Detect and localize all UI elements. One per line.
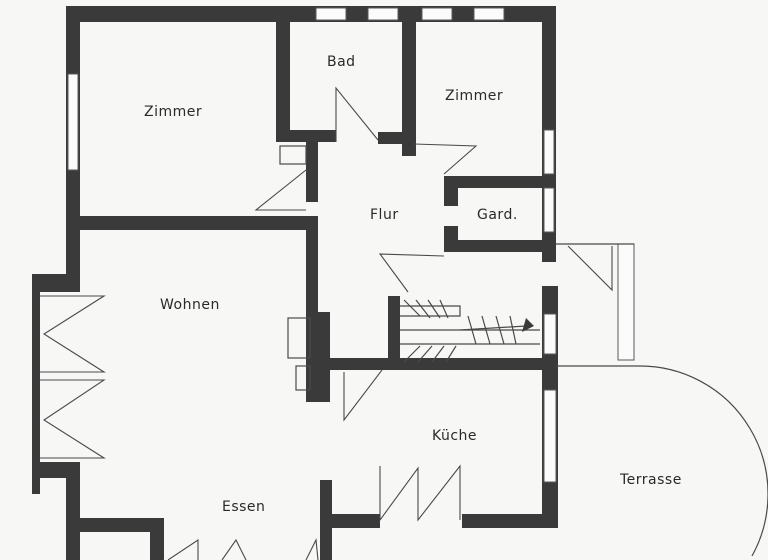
wall-essen-jamb [150,518,164,560]
label-kueche: Küche [432,428,477,444]
label-zimmer-right: Zimmer [445,88,503,104]
terrasse-outline [556,365,768,557]
wall-flur-left-top [306,142,318,202]
wall-stair-left [388,296,400,370]
folding-door-kueche [379,464,461,522]
stair-arrow-icon [522,318,534,332]
label-terrasse: Terrasse [619,472,682,488]
window-top-1 [315,7,347,21]
wall-wohnen-step [32,274,80,292]
wall-kueche-bottom-left [320,514,380,528]
label-flur: Flur [370,207,399,223]
windows [67,7,635,483]
label-essen: Essen [222,499,265,515]
label-wohnen: Wohnen [160,297,220,313]
wall-wohnen-left [32,274,40,494]
stair-landing [400,305,461,317]
window-terrasse-wall [617,243,635,361]
door-zimmer-right [413,143,478,175]
fireplace-base [295,365,311,391]
stair-treads-top [403,299,449,319]
door-kueche [343,369,383,422]
wall-zimmer-bottom [66,216,310,230]
wall-kueche-top [330,358,558,370]
wall-flur-left [306,216,318,320]
doors [40,86,613,560]
window-kueche [543,389,557,483]
wall-gard-left-top [444,176,458,206]
door-bad [335,86,379,142]
door-flur-gard [378,253,445,293]
wall-bad-left [276,6,290,142]
door-zimmer-left [254,169,307,211]
cabinet [279,145,307,165]
folding-door-wohnen-1 [40,295,106,373]
window-gard [543,187,555,233]
staircase [400,299,540,363]
wall-essen-bottom-left [66,518,164,532]
door-essen-3 [305,538,319,560]
stair-treads-bottom [403,345,457,363]
window-top-2 [367,7,399,21]
room-labels: Zimmer Bad Zimmer Flur Gard. Wohnen Küch… [144,54,682,515]
door-essen-1 [167,538,199,560]
fireplace [287,317,311,359]
label-gard: Gard. [477,207,518,223]
window-stair [543,313,557,355]
stair-treads-right [467,315,517,345]
window-right-zimmer [543,129,555,175]
terrasse-area [556,243,768,557]
stair-lines [400,329,540,345]
window-left-zimmer [67,73,79,171]
wall-kueche-bottom-right [462,514,558,528]
stair-arrow-line [459,325,527,331]
window-top-4 [473,7,505,21]
wall-bad-bottom-left [276,130,336,142]
window-top-3 [421,7,453,21]
wall-gard-top [444,176,556,188]
wall-gard-left-bottom [444,226,458,252]
folding-door-wohnen-2 [40,379,106,459]
door-terrasse [567,245,613,292]
label-zimmer-left: Zimmer [144,104,202,120]
wall-gard-bottom [444,240,556,252]
door-essen-2 [221,538,247,560]
wall-essen-left [66,462,80,560]
wall-bad-right [402,6,416,156]
label-bad: Bad [327,54,356,70]
